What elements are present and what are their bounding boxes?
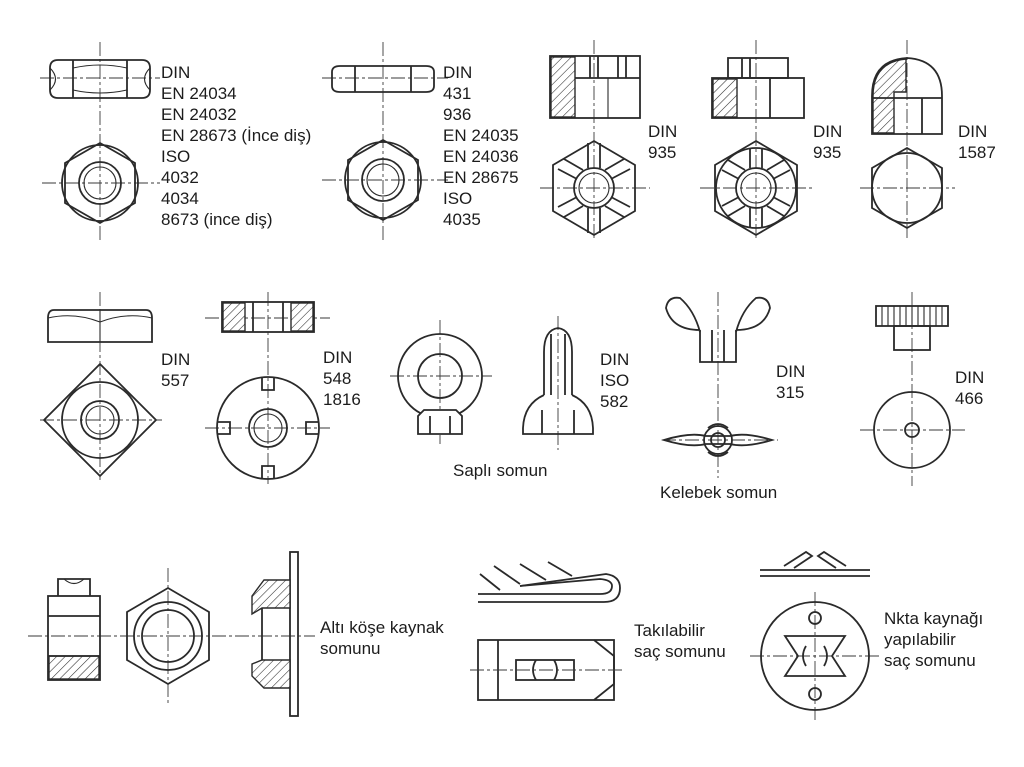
label-line: DIN — [813, 122, 842, 141]
round-slotted-nut-drawing — [205, 292, 330, 484]
label-line: DIN — [443, 63, 472, 82]
label-line: ISO — [443, 189, 472, 208]
label-line: EN 24036 — [443, 147, 519, 166]
label-line: 4035 — [443, 210, 481, 229]
label-line: DIN — [958, 122, 987, 141]
label-line: 431 — [443, 84, 471, 103]
thin-hex-nut-labels: DIN 431 936 EN 24035 EN 24036 EN 28675 I… — [443, 63, 519, 229]
wing-nut-labels: DIN 315 Kelebek somun — [660, 362, 805, 502]
label-line: EN 24035 — [443, 126, 519, 145]
clip-nut-labels: Takılabilir saç somunu — [634, 621, 726, 661]
label-line: DIN — [600, 350, 629, 369]
weld-nut-drawing — [28, 551, 315, 717]
label-line: 315 — [776, 383, 804, 402]
label-line: DIN — [323, 348, 352, 367]
label-line: 557 — [161, 371, 189, 390]
square-nut-labels: DIN 557 — [161, 350, 190, 390]
weld-nut-labels: Altı köşe kaynak somunu — [320, 618, 444, 658]
wing-nut-caption: Kelebek somun — [660, 483, 777, 502]
label-line: ISO — [161, 147, 190, 166]
label-line: 466 — [955, 389, 983, 408]
label-line: ISO — [600, 371, 629, 390]
label-line: EN 28673 (İnce diş) — [161, 126, 311, 145]
label-line: DIN — [648, 122, 677, 141]
knurled-nut-labels: DIN 466 — [955, 368, 984, 408]
cap-nut-labels: DIN 1587 — [958, 122, 996, 162]
label-line: 8673 (ince diş) — [161, 210, 273, 229]
hex-nut-drawing — [40, 42, 160, 240]
label-line: saç somunu — [884, 651, 976, 670]
label-line: DIN — [161, 350, 190, 369]
label-line: 935 — [648, 143, 676, 162]
label-line: EN 24034 — [161, 84, 237, 103]
castle-nut-drawing — [700, 40, 812, 240]
label-line: 582 — [600, 392, 628, 411]
eye-nut-caption: Saplı somun — [453, 461, 548, 480]
label-line: Takılabilir — [634, 621, 705, 640]
label-line: somunu — [320, 639, 380, 658]
label-line: yapılabilir — [884, 630, 956, 649]
label-line: EN 28675 — [443, 168, 519, 187]
label-line: Nkta kaynağı — [884, 609, 983, 628]
slotted-nut-drawing — [540, 40, 650, 240]
square-nut-drawing — [40, 292, 162, 480]
label-line: 4032 — [161, 168, 199, 187]
castle-nut-labels: DIN 935 — [813, 122, 842, 162]
thin-hex-nut-drawing — [322, 42, 448, 240]
label-line: DIN — [161, 63, 190, 82]
spot-weld-nut-labels: Nkta kaynağı yapılabilir saç somunu — [884, 609, 983, 670]
label-line: 548 — [323, 369, 351, 388]
label-line: DIN — [955, 368, 984, 387]
label-line: 935 — [813, 143, 841, 162]
label-line: Altı köşe kaynak — [320, 618, 444, 637]
label-line: EN 24032 — [161, 105, 237, 124]
label-line: 1587 — [958, 143, 996, 162]
eye-nut-drawing — [390, 316, 594, 450]
label-line: 1816 — [323, 390, 361, 409]
label-line: DIN — [776, 362, 805, 381]
eye-nut-labels: DIN ISO 582 Saplı somun — [453, 350, 629, 480]
label-line: 936 — [443, 105, 471, 124]
round-slotted-nut-labels: DIN 548 1816 — [323, 348, 361, 409]
spot-weld-nut-drawing — [750, 550, 880, 720]
knurled-nut-drawing — [860, 292, 965, 486]
label-line: 4034 — [161, 189, 199, 208]
clip-nut-drawing — [470, 561, 622, 701]
hex-nut-labels: DIN EN 24034 EN 24032 EN 28673 (İnce diş… — [161, 63, 311, 229]
cap-nut-drawing — [860, 40, 955, 240]
slotted-nut-labels: DIN 935 — [648, 122, 677, 162]
label-line: saç somunu — [634, 642, 726, 661]
wing-nut-drawing — [660, 292, 778, 478]
